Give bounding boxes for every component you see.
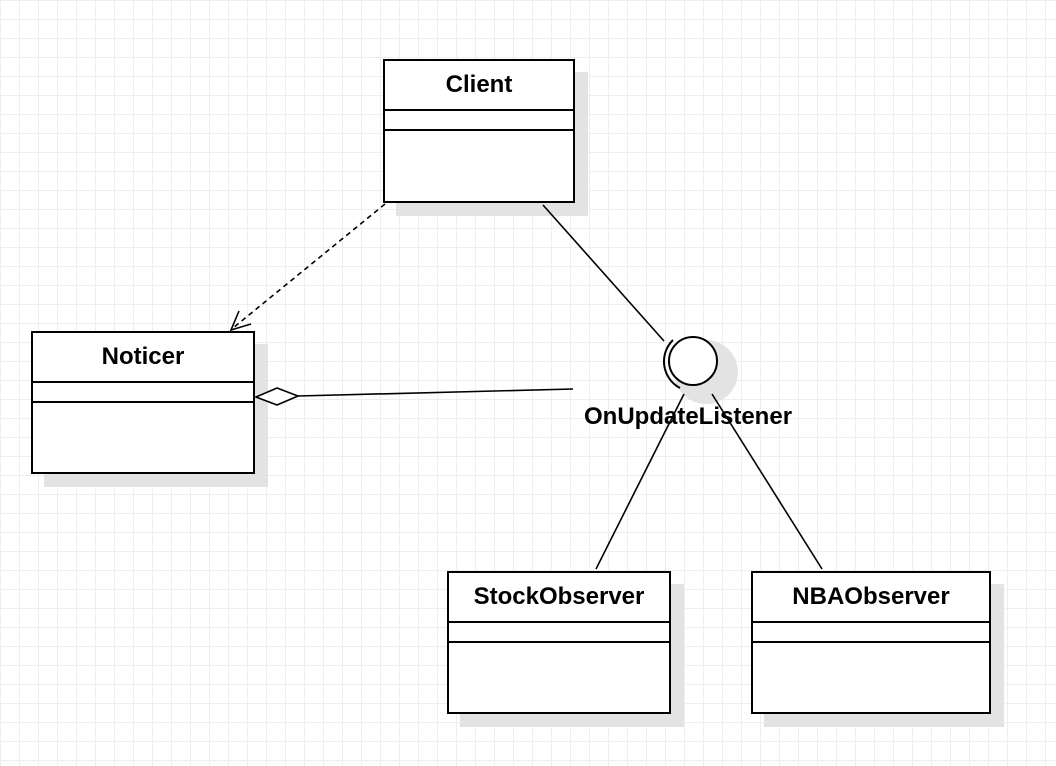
class-nba-observer-operations: [753, 643, 989, 712]
class-client-name: Client: [385, 61, 573, 111]
class-nba-observer-attributes: [753, 623, 989, 643]
class-stock-observer[interactable]: StockObserver: [447, 571, 671, 714]
class-client-operations: [385, 131, 573, 201]
class-nba-observer-name: NBAObserver: [753, 573, 989, 623]
class-noticer-operations: [33, 403, 253, 472]
class-nba-observer[interactable]: NBAObserver: [751, 571, 991, 714]
class-noticer[interactable]: Noticer: [31, 331, 255, 474]
class-client[interactable]: Client: [383, 59, 575, 203]
interface-socket-arc: [663, 339, 681, 389]
class-client-attributes: [385, 111, 573, 131]
class-stock-observer-name: StockObserver: [449, 573, 669, 623]
class-stock-observer-operations: [449, 643, 669, 712]
interface-label: OnUpdateListener: [584, 403, 793, 430]
interface-circle-icon[interactable]: [668, 336, 718, 386]
class-noticer-attributes: [33, 383, 253, 403]
class-noticer-name: Noticer: [33, 333, 253, 383]
class-stock-observer-attributes: [449, 623, 669, 643]
